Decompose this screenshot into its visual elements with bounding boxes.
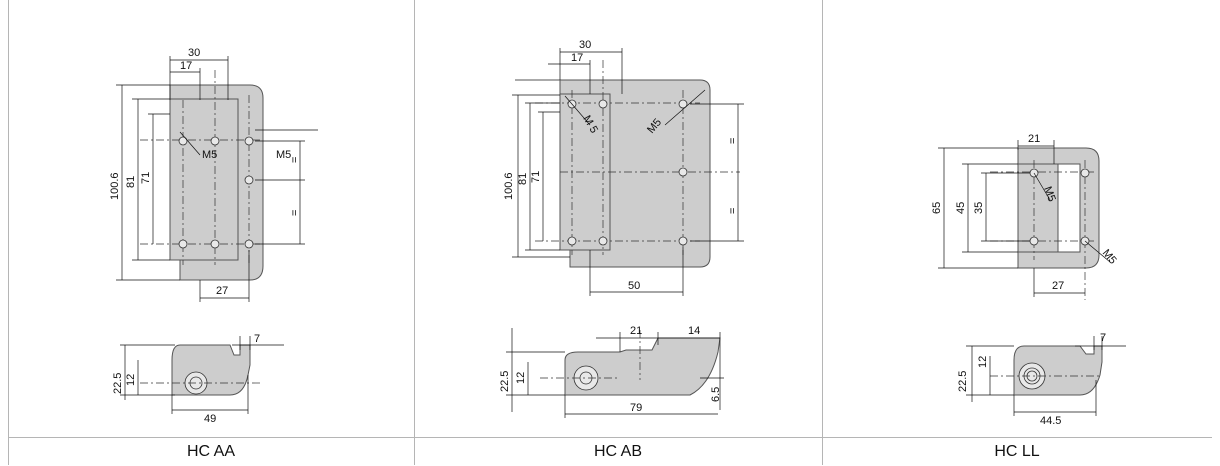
dim-m5-right: M5 <box>276 149 291 161</box>
label-hc-aa: HC AA <box>186 443 235 460</box>
dim-7: 7 <box>254 333 260 345</box>
panel-hc-ll-front-view <box>938 140 1111 300</box>
dim-17: 17 <box>180 60 192 72</box>
label-hc-ab: HC AB <box>593 443 642 460</box>
dim-m5-right: M5 <box>1100 247 1119 266</box>
dim-35: 35 <box>973 202 985 214</box>
technical-drawing: 30 17 100.6 81 71 M5 M5 = = 27 <box>109 39 1126 427</box>
panel-hc-ab-front-dim-labels: 30 17 100.6 81 71 M 5 M5 = = 50 <box>503 39 739 292</box>
dim-equal-bottom: = <box>727 208 739 214</box>
panel-hc-ll-front-dim-labels: 21 65 45 35 M5 M5 27 <box>931 133 1119 292</box>
dim-22-5: 22.5 <box>499 371 511 392</box>
dim-6-5: 6.5 <box>710 387 722 402</box>
dim-50: 50 <box>628 280 640 292</box>
dim-12: 12 <box>977 356 989 368</box>
panel-hc-aa-front-view <box>116 56 318 302</box>
dim-65: 65 <box>931 202 943 214</box>
dim-30: 30 <box>579 39 591 51</box>
panel-hc-aa-front-dim-labels: 30 17 100.6 81 71 M5 M5 = = 27 <box>109 47 301 297</box>
panel-hc-ab-side-dim-labels: 21 14 22.5 12 6.5 79 <box>499 325 722 414</box>
dim-27: 27 <box>216 285 228 297</box>
column-divider-2 <box>414 0 415 465</box>
dim-12: 12 <box>125 374 137 386</box>
panel-hc-ll-side-dim-labels: 7 22.5 12 44.5 <box>957 332 1106 427</box>
dim-100-6: 100.6 <box>503 172 515 200</box>
dim-21: 21 <box>1028 133 1040 145</box>
panel-hc-aa-side-view <box>120 336 284 414</box>
dim-12: 12 <box>515 372 527 384</box>
dim-44-5: 44.5 <box>1040 415 1061 427</box>
column-divider-1 <box>8 0 9 465</box>
dim-79: 79 <box>630 402 642 414</box>
dim-14: 14 <box>688 325 700 337</box>
dim-22-5: 22.5 <box>957 371 969 392</box>
dim-100-6: 100.6 <box>109 172 121 200</box>
dim-m5-left: M5 <box>202 149 217 161</box>
panel-hc-ab-side-view <box>506 328 724 418</box>
panel-hc-ll-side-view <box>966 336 1126 416</box>
dim-71: 71 <box>530 171 542 183</box>
dim-49: 49 <box>204 413 216 425</box>
dim-45: 45 <box>955 202 967 214</box>
dim-30: 30 <box>188 47 200 59</box>
column-divider-3 <box>822 0 823 465</box>
label-hc-ll: HC LL <box>994 443 1040 460</box>
dim-71: 71 <box>140 172 152 184</box>
dim-22-5: 22.5 <box>112 373 124 394</box>
dim-21: 21 <box>630 325 642 337</box>
panel-hc-ab-front-view <box>512 48 744 296</box>
dim-17: 17 <box>571 52 583 64</box>
dim-27: 27 <box>1052 280 1064 292</box>
dim-equal-bottom: = <box>289 210 301 216</box>
panel-hc-aa-side-dim-labels: 7 22.5 12 49 <box>112 333 260 425</box>
dim-m5-left: M5 <box>1041 185 1058 203</box>
dim-81: 81 <box>517 173 529 185</box>
dim-equal-top: = <box>727 138 739 144</box>
label-row: HC AA HC AB HC LL <box>8 437 1212 466</box>
dim-7: 7 <box>1100 332 1106 344</box>
dim-81: 81 <box>125 176 137 188</box>
dim-equal-top: = <box>289 157 301 163</box>
